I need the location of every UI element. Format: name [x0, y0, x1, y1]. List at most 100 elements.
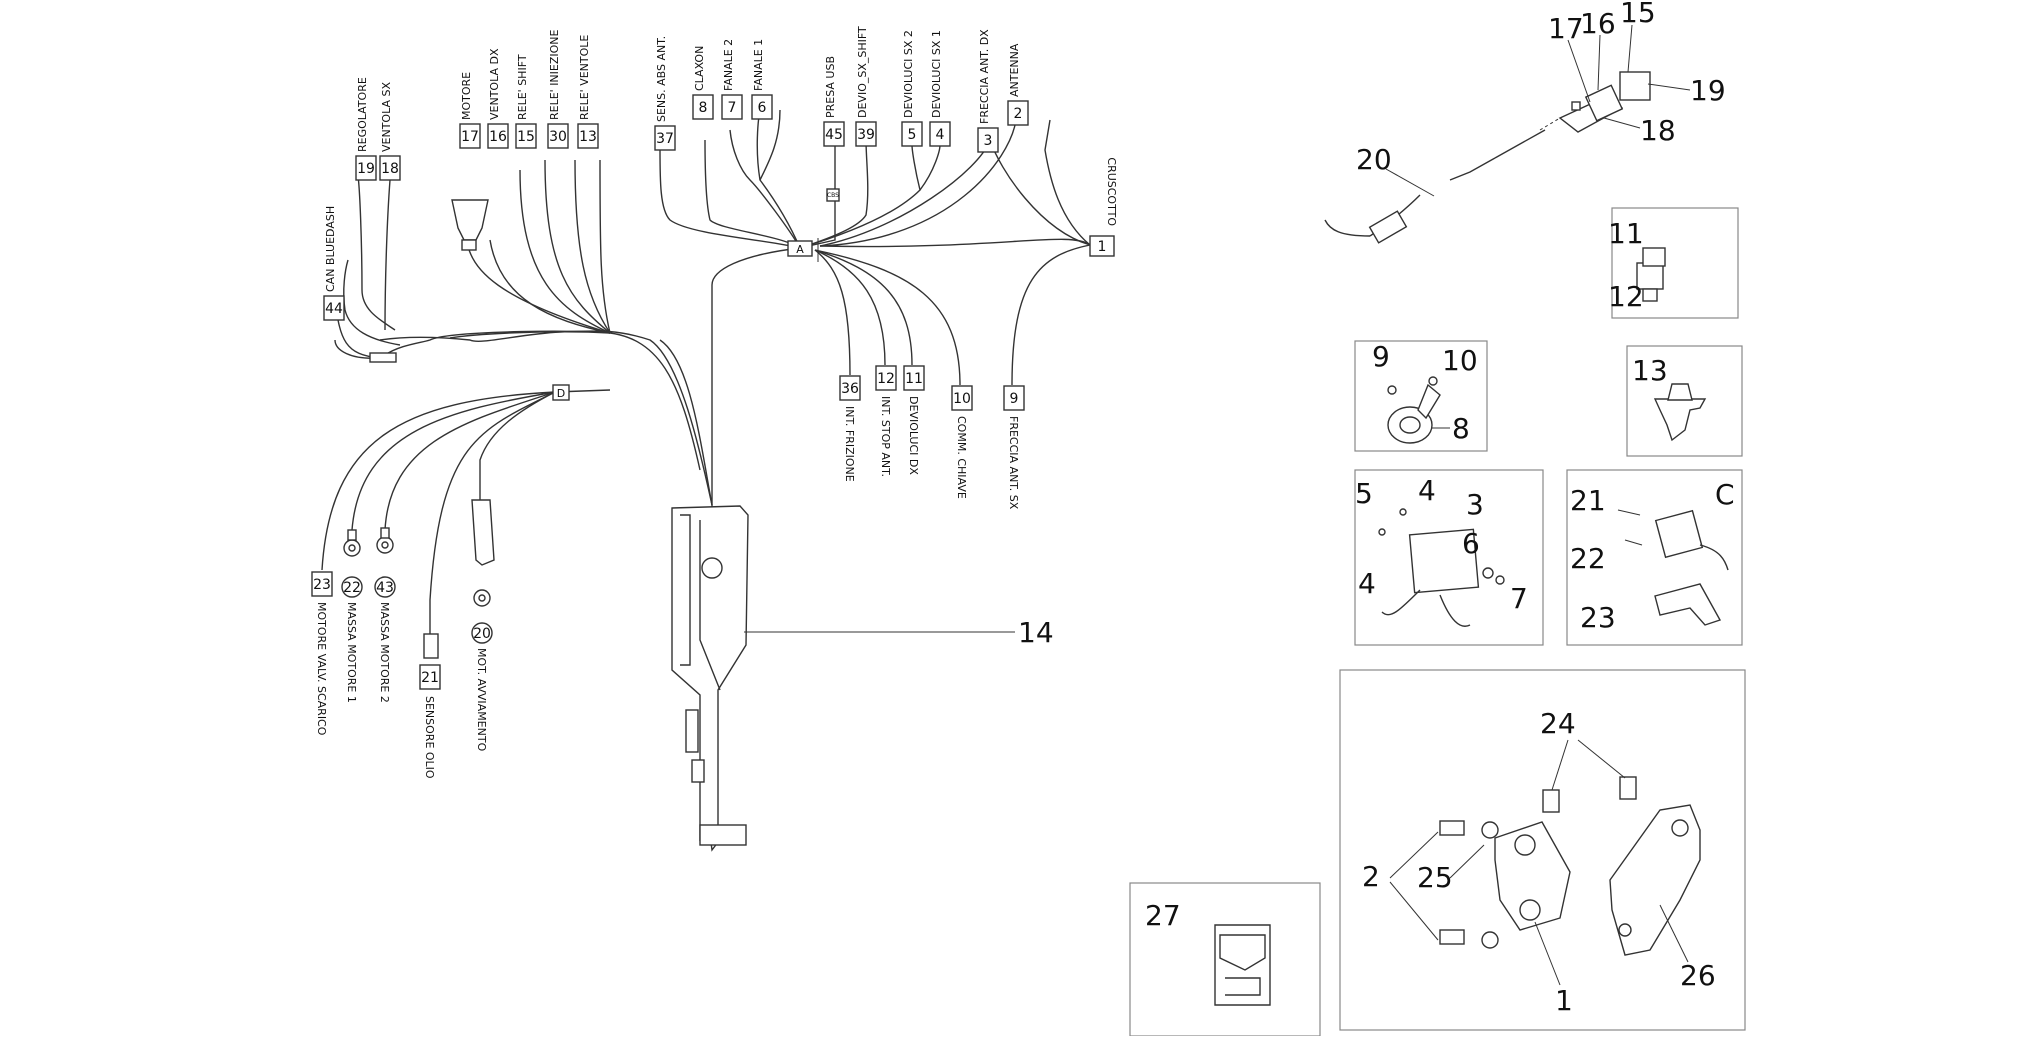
svg-text:DEVIOLUCI DX: DEVIOLUCI DX [907, 396, 920, 475]
connector-3: 3 FRECCIA ANT. DX [977, 29, 999, 153]
svg-text:6: 6 [1462, 527, 1480, 560]
svg-text:MOTORE VALV. SCARICO: MOTORE VALV. SCARICO [315, 602, 328, 736]
svg-text:37: 37 [656, 131, 674, 147]
svg-text:DEVIOLUCI SX 2: DEVIOLUCI SX 2 [902, 30, 915, 118]
svg-text:19: 19 [1690, 74, 1726, 107]
connector-21: 21 SENSORE OLIO [419, 633, 441, 779]
svg-text:11: 11 [1608, 217, 1644, 250]
svg-text:FRECCIA ANT. DX: FRECCIA ANT. DX [978, 29, 991, 124]
svg-text:8: 8 [1452, 412, 1470, 445]
connector-13: 13 RELE' VENTOLE [577, 35, 599, 149]
svg-text:25: 25 [1417, 861, 1453, 894]
svg-text:17: 17 [1548, 12, 1584, 45]
connector-17: 17 MOTORE [459, 72, 481, 149]
connector-39: 39 DEVIO_SX_SHIFT [855, 26, 877, 147]
connector-45: 45 PRESA USB [823, 56, 845, 147]
svg-text:19: 19 [357, 161, 375, 177]
connector-4: 4 DEVIOLUCI SX 1 [929, 30, 951, 147]
clip-box: 13 [1626, 345, 1743, 457]
svg-text:12: 12 [1608, 280, 1644, 313]
svg-text:10: 10 [1442, 344, 1478, 377]
svg-text:21: 21 [1570, 484, 1606, 517]
svg-text:1: 1 [1555, 984, 1573, 1017]
svg-text:11: 11 [905, 371, 923, 387]
cbs-tag: CBS [826, 188, 840, 202]
svg-text:RELE' SHIFT: RELE' SHIFT [516, 54, 529, 120]
svg-text:20: 20 [1356, 143, 1392, 176]
inline-connector [369, 352, 397, 363]
svg-text:MOTORE: MOTORE [460, 72, 473, 120]
svg-text:2: 2 [1014, 106, 1023, 122]
svg-text:SENSORE OLIO: SENSORE OLIO [423, 696, 436, 779]
svg-text:CBS: CBS [827, 192, 839, 199]
connector-12: 12 INT. STOP ANT. [875, 365, 897, 477]
part-27-box: 27 [1129, 882, 1321, 1037]
svg-text:7: 7 [1510, 582, 1528, 615]
svg-text:CRUSCOTTO: CRUSCOTTO [1105, 157, 1118, 226]
connector-36: 36 INT. FRIZIONE [839, 375, 861, 482]
svg-text:14: 14 [1018, 616, 1054, 649]
svg-text:39: 39 [857, 127, 875, 143]
connector-5: 5 DEVIOLUCI SX 2 [901, 30, 923, 147]
svg-text:27: 27 [1145, 899, 1181, 932]
svg-text:17: 17 [461, 129, 479, 145]
ecu-unit: 14 [671, 505, 1054, 852]
svg-text:7: 7 [728, 100, 737, 116]
svg-text:5: 5 [908, 127, 917, 143]
svg-text:18: 18 [1640, 114, 1676, 147]
ring-terminal-22: 22 MASSA MOTORE 1 [341, 529, 363, 703]
svg-text:PRESA USB: PRESA USB [824, 56, 837, 118]
antenna-group: 20 17 16 15 19 18 [1324, 0, 1726, 244]
svg-text:3: 3 [1466, 488, 1484, 521]
connector-18: 18 VENTOLA SX [379, 82, 401, 181]
svg-text:36: 36 [841, 381, 859, 397]
svg-text:30: 30 [549, 129, 567, 145]
connector-10: 10 COMM. CHIAVE [951, 385, 973, 499]
svg-text:2: 2 [1362, 860, 1380, 893]
svg-text:FRECCIA ANT. SX: FRECCIA ANT. SX [1007, 416, 1020, 510]
svg-text:RELE' INIEZIONE: RELE' INIEZIONE [548, 29, 561, 120]
connector-19: 19 REGOLATORE [355, 77, 377, 181]
harness-wires [321, 109, 1091, 640]
svg-text:DEVIO_SX_SHIFT: DEVIO_SX_SHIFT [856, 26, 869, 118]
relay-box: 11 12 [1608, 207, 1739, 319]
svg-text:MASSA MOTORE 2: MASSA MOTORE 2 [378, 602, 391, 703]
svg-text:22: 22 [343, 580, 361, 596]
starter-terminal-20: 20 MOT. AVVIAMENTO [471, 499, 495, 752]
svg-text:ANTENNA: ANTENNA [1008, 43, 1021, 97]
svg-text:16: 16 [1580, 7, 1616, 40]
svg-text:23: 23 [1580, 601, 1616, 634]
junction-node-a: A [787, 240, 813, 257]
svg-text:MASSA MOTORE 1: MASSA MOTORE 1 [345, 602, 358, 703]
svg-text:23: 23 [313, 577, 331, 593]
svg-text:20: 20 [473, 626, 491, 642]
svg-text:15: 15 [517, 129, 535, 145]
connector-37: 37 SENS. ABS ANT. [654, 36, 676, 151]
svg-text:18: 18 [381, 161, 399, 177]
svg-text:4: 4 [936, 127, 945, 143]
svg-text:VENTOLA DX: VENTOLA DX [488, 48, 501, 120]
svg-text:SENS. ABS ANT.: SENS. ABS ANT. [655, 36, 668, 122]
connector-1: 1 CRUSCOTTO [1089, 157, 1118, 257]
svg-text:RELE' VENTOLE: RELE' VENTOLE [578, 35, 591, 120]
connector-7: 7 FANALE 2 [721, 39, 743, 120]
svg-text:45: 45 [825, 127, 843, 143]
svg-text:REGOLATORE: REGOLATORE [356, 77, 369, 152]
bracket-box: 24 2 25 1 26 [1339, 669, 1746, 1031]
sensor-box: 21 22 23 C [1566, 469, 1743, 646]
svg-text:INT. FRIZIONE: INT. FRIZIONE [843, 406, 856, 482]
connector-15: 15 RELE' SHIFT [515, 54, 537, 149]
svg-text:C: C [1715, 478, 1735, 511]
connector-16: 16 VENTOLA DX [487, 48, 509, 149]
svg-text:43: 43 [376, 580, 394, 596]
connector-6: 6 FANALE 1 [751, 39, 773, 120]
junction-node-d: D [552, 384, 570, 401]
svg-text:MOT. AVVIAMENTO: MOT. AVVIAMENTO [475, 648, 488, 752]
svg-text:13: 13 [1632, 354, 1668, 387]
svg-text:D: D [557, 387, 565, 400]
connector-11: 11 DEVIOLUCI DX [903, 365, 925, 475]
svg-text:FANALE 1: FANALE 1 [752, 39, 765, 91]
svg-text:22: 22 [1570, 542, 1606, 575]
